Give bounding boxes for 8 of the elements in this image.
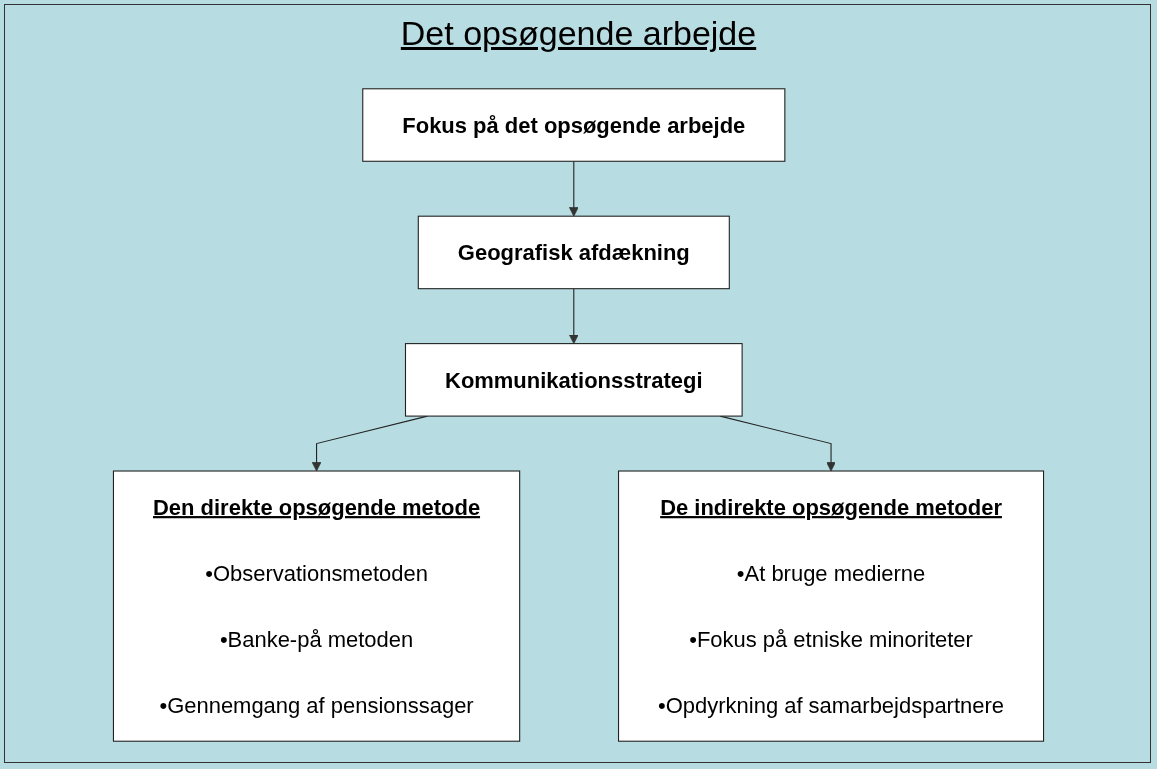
arrow <box>568 288 579 345</box>
node-box: Kommunikationsstrategi <box>404 343 743 417</box>
node-box: De indirekte opsøgende metoder •At bruge medierne •Fokus på etniske minoriteter •Opdyrkning af samarbejdspartnere <box>618 470 1045 742</box>
arrow <box>568 160 579 217</box>
title: Det opsøgende arbejde <box>400 14 757 52</box>
node-box: Den direkte opsøgende metode •Observationsmetoden •Banke-på metoden •Gennemgang af pensionssager <box>112 470 521 742</box>
node-box: Geografisk afdækning <box>417 215 730 290</box>
node-box: Fokus på det opsøgende arbejde <box>362 88 786 162</box>
